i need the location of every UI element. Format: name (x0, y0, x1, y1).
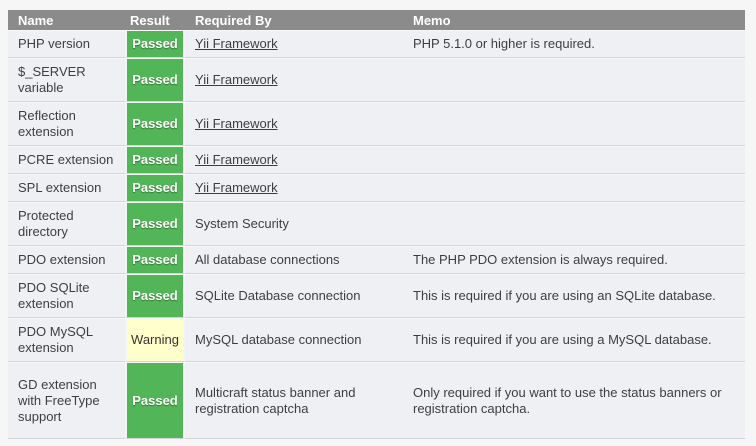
required-by-cell: MySQL database connection (185, 318, 403, 362)
table-header-row: Name Result Required By Memo (8, 10, 745, 30)
memo-text (403, 146, 745, 174)
required-by-link[interactable]: Yii Framework (195, 152, 278, 167)
memo-text: This is required if you are using an SQL… (403, 274, 745, 318)
requirement-row: PDO MySQL extension Warning MySQL databa… (8, 318, 745, 362)
requirement-row: PCRE extension Passed Yii Framework (8, 146, 745, 174)
required-by-link[interactable]: Yii Framework (195, 36, 278, 51)
requirement-name: PDO extension (8, 246, 125, 274)
requirement-name: PCRE extension (8, 146, 125, 174)
memo-text: PHP 5.1.0 or higher is required. (403, 30, 745, 58)
memo-text (403, 174, 745, 202)
required-by-link[interactable]: Yii Framework (195, 116, 278, 131)
requirement-name: PDO MySQL extension (8, 318, 125, 362)
required-by-link: System Security (195, 216, 289, 231)
requirement-row: GD extension with FreeType support Passe… (8, 362, 745, 439)
result-badge: Passed (125, 58, 185, 102)
requirement-name: GD extension with FreeType support (8, 362, 125, 439)
required-by-cell: Multicraft status banner and registratio… (185, 362, 403, 439)
requirements-table: Name Result Required By Memo PHP version… (8, 10, 745, 439)
result-badge: Passed (125, 202, 185, 246)
required-by-link: Multicraft status banner and registratio… (195, 384, 356, 416)
required-by-cell: Yii Framework (185, 102, 403, 146)
column-header-name: Name (8, 10, 125, 30)
requirement-name: PDO SQLite extension (8, 274, 125, 318)
required-by-cell: Yii Framework (185, 58, 403, 102)
requirement-row: SPL extension Passed Yii Framework (8, 174, 745, 202)
required-by-link[interactable]: Yii Framework (195, 180, 278, 195)
required-by-cell: System Security (185, 202, 403, 246)
result-badge: Passed (125, 274, 185, 318)
result-badge: Passed (125, 174, 185, 202)
result-badge: Passed (125, 146, 185, 174)
requirement-row: PHP version Passed Yii Framework PHP 5.1… (8, 30, 745, 58)
required-by-link: SQLite Database connection (195, 288, 361, 303)
required-by-cell: Yii Framework (185, 146, 403, 174)
memo-text: Only required if you want to use the sta… (403, 362, 745, 439)
requirement-row: Reflection extension Passed Yii Framewor… (8, 102, 745, 146)
column-header-required-by: Required By (185, 10, 403, 30)
result-badge: Warning (125, 318, 185, 362)
required-by-link: All database connections (195, 252, 340, 267)
column-header-result: Result (125, 10, 185, 30)
requirement-row: $_SERVER variable Passed Yii Framework (8, 58, 745, 102)
required-by-cell: Yii Framework (185, 30, 403, 58)
requirements-table-body: PHP version Passed Yii Framework PHP 5.1… (8, 30, 745, 439)
memo-text: The PHP PDO extension is always required… (403, 246, 745, 274)
requirement-name: Reflection extension (8, 102, 125, 146)
required-by-link: MySQL database connection (195, 332, 362, 347)
memo-text: This is required if you are using a MySQ… (403, 318, 745, 362)
requirement-name: $_SERVER variable (8, 58, 125, 102)
required-by-cell: All database connections (185, 246, 403, 274)
result-badge: Passed (125, 30, 185, 58)
requirement-row: Protected directory Passed System Securi… (8, 202, 745, 246)
required-by-link[interactable]: Yii Framework (195, 72, 278, 87)
memo-text (403, 102, 745, 146)
column-header-memo: Memo (403, 10, 745, 30)
result-badge: Passed (125, 102, 185, 146)
requirement-name: Protected directory (8, 202, 125, 246)
result-badge: Passed (125, 246, 185, 274)
requirement-name: PHP version (8, 30, 125, 58)
memo-text (403, 58, 745, 102)
requirement-row: PDO extension Passed All database connec… (8, 246, 745, 274)
result-badge: Passed (125, 362, 185, 439)
required-by-cell: Yii Framework (185, 174, 403, 202)
requirement-row: PDO SQLite extension Passed SQLite Datab… (8, 274, 745, 318)
memo-text (403, 202, 745, 246)
required-by-cell: SQLite Database connection (185, 274, 403, 318)
requirement-name: SPL extension (8, 174, 125, 202)
